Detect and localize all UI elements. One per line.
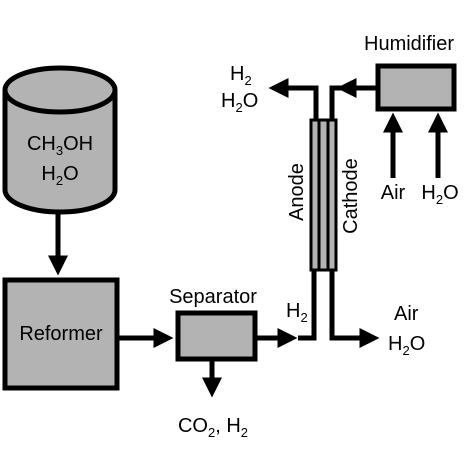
h2-riser-line — [298, 268, 317, 341]
h2-feed-label: H2 — [286, 300, 308, 325]
reformer-box — [2, 277, 120, 391]
separator-box — [175, 310, 258, 362]
cathode-exhaust-line2: H2O — [388, 333, 425, 358]
separator-exhaust-label: CO2, H2 — [178, 415, 248, 440]
fuel-cell-stack — [309, 118, 338, 272]
water-inlet-label: H2O — [421, 182, 458, 207]
separator-label: Separator — [169, 286, 257, 308]
cathode-exhaust-line — [329, 270, 365, 341]
tank-label-line1: CH3OH — [27, 133, 93, 158]
air-inlet-label: Air — [381, 182, 406, 204]
cathode-exhaust-line1: Air — [394, 303, 419, 325]
humidifier-to-cathode-line — [329, 85, 378, 120]
anode-exhaust-line1: H2 — [230, 63, 252, 88]
anode-exhaust-arrow — [268, 78, 319, 120]
anode-exhaust-line2: H2O — [221, 90, 258, 115]
tank-label-line2: H2O — [41, 163, 78, 188]
anode-label: Anode — [286, 163, 308, 221]
humidifier-label: Humidifier — [364, 33, 454, 55]
humidifier-box — [375, 63, 457, 112]
cathode-label: Cathode — [340, 158, 362, 234]
methanol-tank — [2, 65, 118, 215]
reformer-label: Reformer — [19, 323, 103, 345]
